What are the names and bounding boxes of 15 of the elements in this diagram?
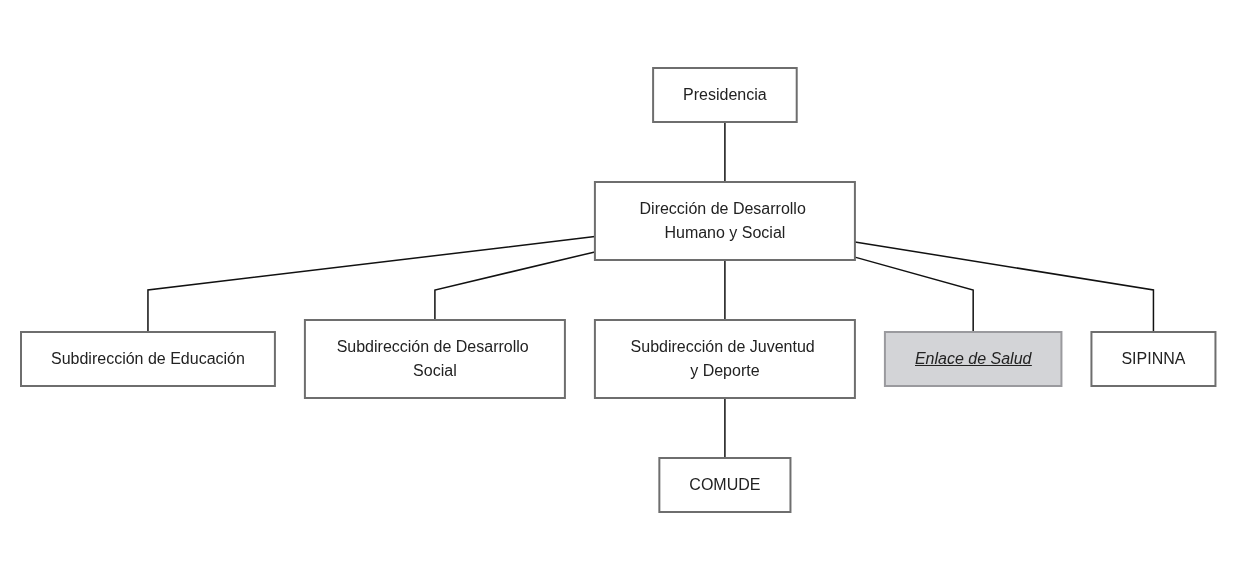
node-box: Dirección de Desarrollo Humano y Social — [594, 181, 857, 261]
connector — [724, 259, 726, 321]
connector — [854, 256, 975, 333]
node-box: SIPINNA — [1090, 331, 1217, 387]
node-box: Subdirección de Desarrollo Social — [304, 319, 567, 399]
connector — [147, 235, 596, 333]
connector — [724, 121, 726, 183]
node-box: Enlace de Salud — [884, 331, 1063, 387]
node-box: Subdirección de Juventud y Deporte — [594, 319, 857, 399]
node-box: COMUDE — [658, 457, 792, 513]
node-box: Subdirección de Educación — [20, 331, 277, 387]
connector — [434, 251, 596, 321]
connector — [854, 241, 1155, 333]
connector — [724, 397, 726, 459]
node-box: Presidencia — [652, 67, 798, 123]
